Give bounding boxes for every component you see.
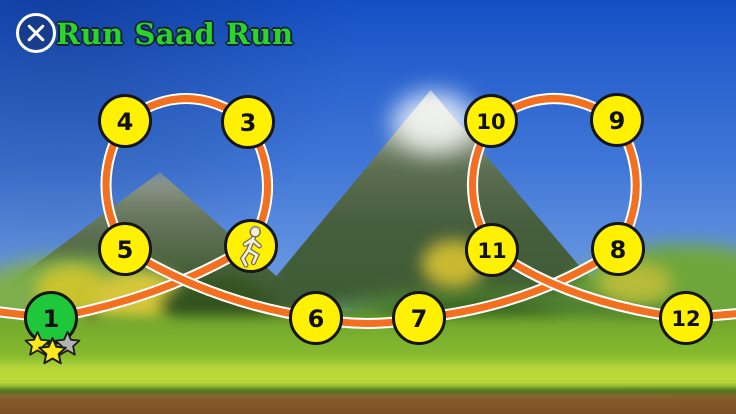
grass-edge: [0, 388, 736, 396]
level-node-label: 5: [116, 236, 134, 264]
level-node-10[interactable]: 10: [464, 94, 518, 148]
game-title: Run Saad Run: [56, 17, 294, 51]
dirt-ground: [0, 394, 736, 414]
level-node-label: 6: [307, 305, 325, 333]
level-node-9[interactable]: 9: [590, 93, 644, 147]
level-node-label: 7: [410, 305, 428, 333]
level-node-label: 10: [476, 109, 506, 134]
level-node-label: 12: [671, 306, 701, 331]
level-node-5[interactable]: 5: [98, 222, 152, 276]
level-node-label: 8: [609, 236, 627, 264]
level-node-3[interactable]: 3: [221, 95, 275, 149]
grass-stripe: [0, 363, 736, 387]
level-node-4[interactable]: 4: [98, 94, 152, 148]
level-stars: [24, 330, 81, 365]
level-node-6[interactable]: 6: [289, 291, 343, 345]
level-node-1[interactable]: 1: [24, 291, 81, 365]
level-node-2-current[interactable]: [224, 219, 278, 273]
level-node-label: 9: [608, 107, 626, 135]
level-node-7[interactable]: 7: [392, 291, 446, 345]
close-button[interactable]: [16, 13, 56, 53]
level-node-12[interactable]: 12: [659, 291, 713, 345]
close-icon: [27, 24, 45, 42]
level-node-label: 1: [42, 305, 60, 333]
level-node-label: 11: [477, 238, 507, 263]
level-node-label: 4: [116, 108, 134, 136]
level-node-label: 3: [239, 109, 257, 137]
level-node-8[interactable]: 8: [591, 222, 645, 276]
snow-cap: [392, 92, 476, 154]
runner-icon: [239, 225, 262, 268]
level-node-11[interactable]: 11: [465, 223, 519, 277]
